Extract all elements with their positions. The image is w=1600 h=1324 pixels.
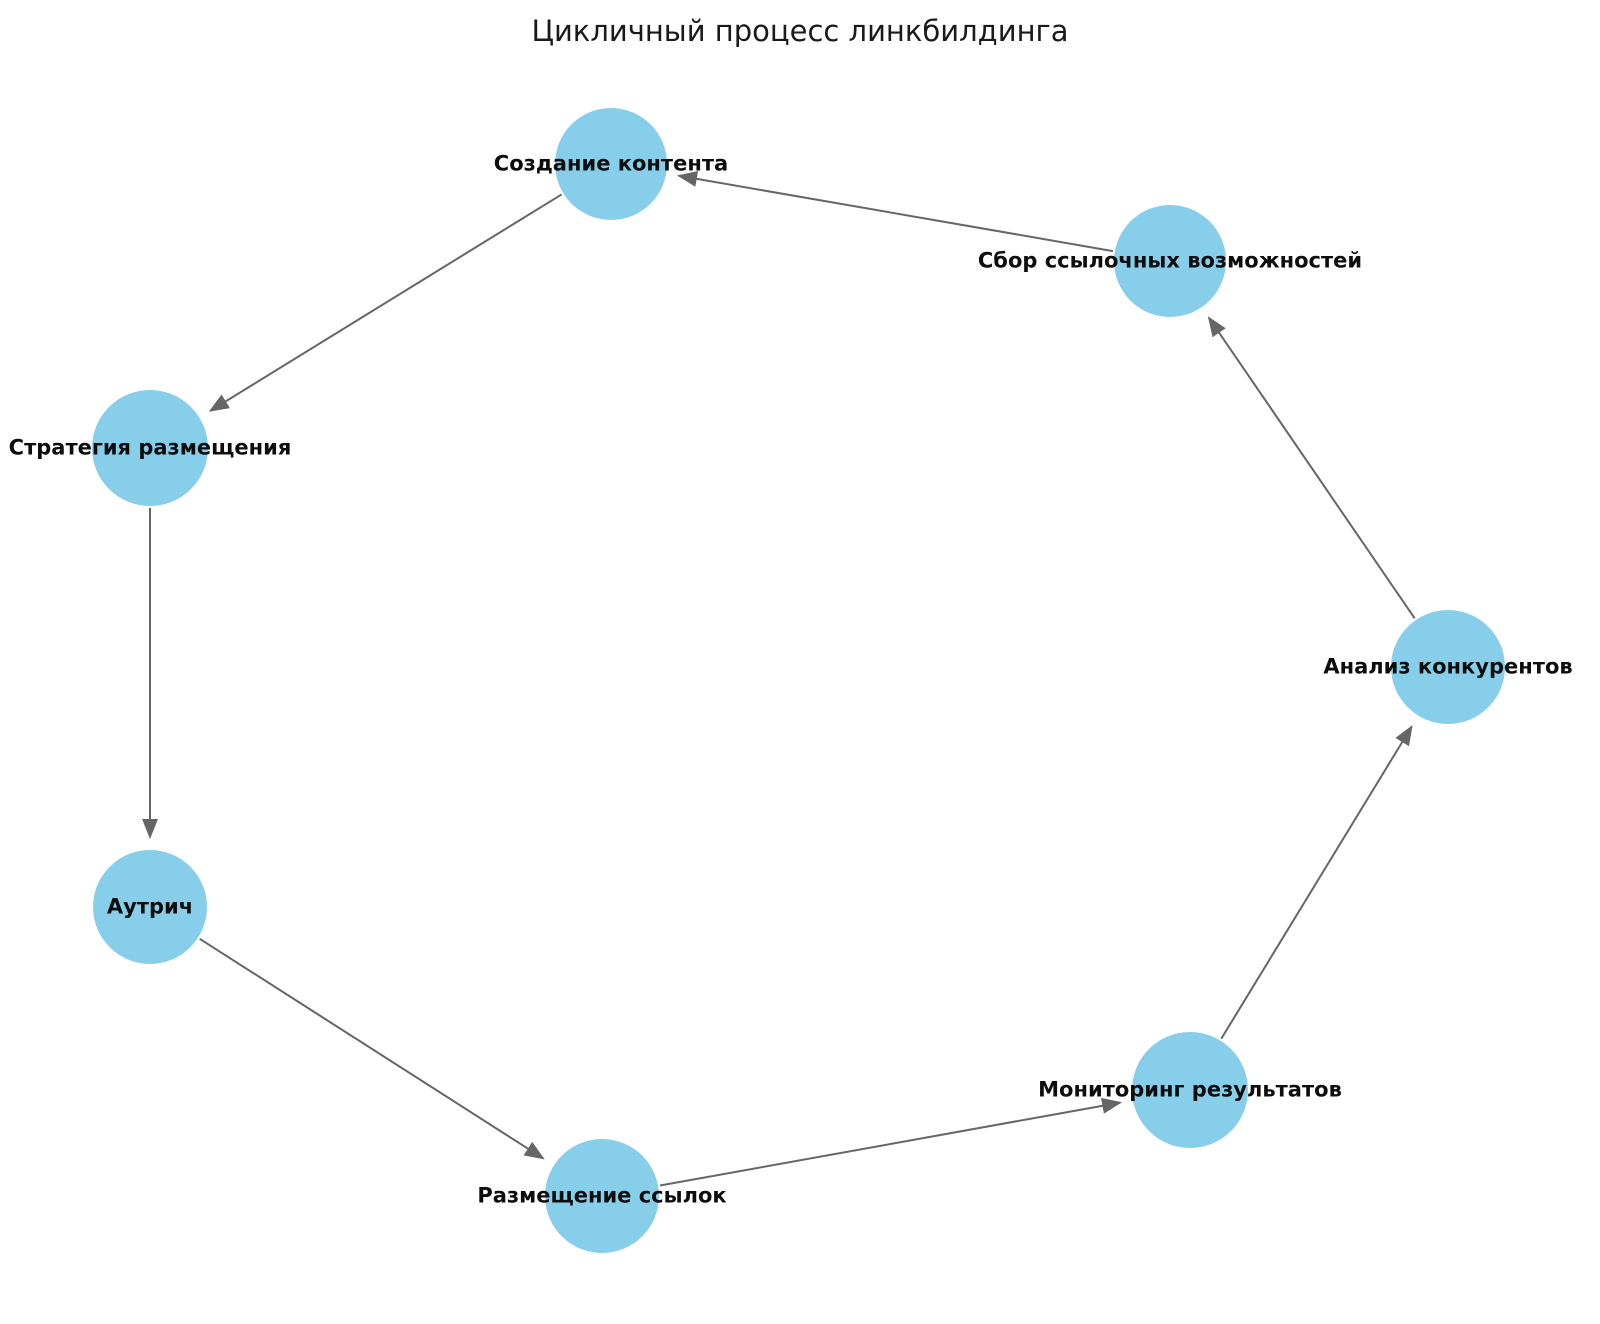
node-circle-content[interactable] [555, 108, 667, 220]
node-circle-monitoring[interactable] [1132, 1032, 1248, 1148]
edge-opportunity-to-content [677, 170, 1114, 253]
edge-placement-to-monitoring [659, 1097, 1123, 1187]
edges-container [142, 170, 1416, 1187]
edge-competitors-to-opportunity [1207, 316, 1416, 619]
edge-content-to-strategy [208, 193, 563, 412]
node-circle-competitors[interactable] [1391, 610, 1505, 724]
node-circle-strategy[interactable] [92, 390, 208, 506]
page-title: Цикличный процесс линкбилдинга [531, 14, 1069, 48]
node-circle-outreach[interactable] [93, 850, 207, 964]
node-circle-opportunity[interactable] [1114, 205, 1226, 317]
edge-outreach-to-placement [199, 937, 545, 1160]
edge-monitoring-to-competitors [1220, 725, 1413, 1040]
node-circle-placement[interactable] [545, 1139, 659, 1253]
